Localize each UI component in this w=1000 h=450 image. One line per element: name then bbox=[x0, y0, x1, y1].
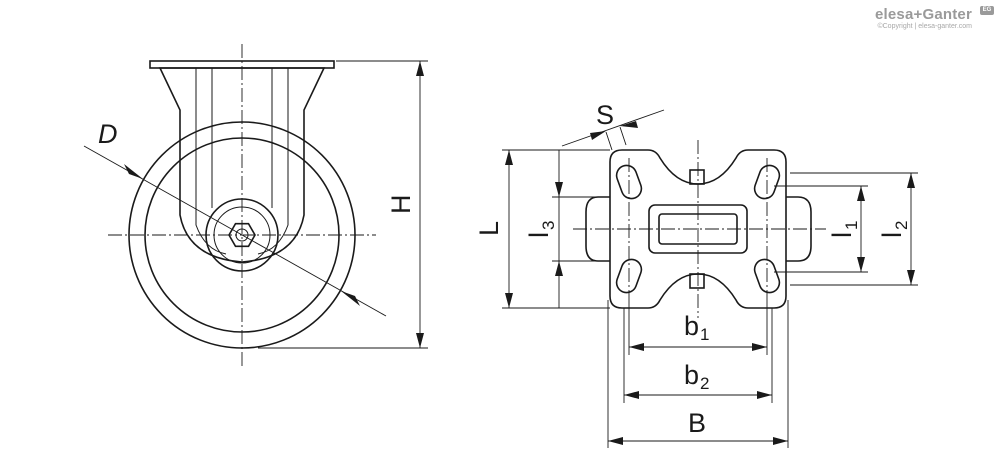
dim-l3-sub: 3 bbox=[539, 221, 558, 230]
dim-D-arrow-lower bbox=[341, 291, 360, 306]
dim-L-arrow-bottom bbox=[505, 293, 513, 308]
dim-D-label: D bbox=[98, 119, 118, 149]
dim-b1-arrow-right bbox=[752, 343, 767, 351]
dim-B-label: B bbox=[688, 408, 706, 438]
dim-b2-arrow-left bbox=[624, 391, 639, 399]
mount-hole-bottom-left bbox=[615, 258, 643, 294]
dim-l1-sub: 1 bbox=[842, 221, 861, 230]
brand-copyright: ©Copyright | elesa-ganter.com bbox=[877, 23, 972, 30]
dim-b1-sub: 1 bbox=[700, 325, 709, 344]
fork-inner-left bbox=[195, 68, 227, 255]
dim-l2-arrow-top bbox=[907, 173, 915, 188]
dim-l3-arrow-a bbox=[555, 182, 563, 197]
dim-S-label: S bbox=[596, 100, 614, 130]
dim-b2-arrow-right bbox=[757, 391, 772, 399]
dim-l3-label: l bbox=[524, 232, 554, 238]
dim-b2-sub: 2 bbox=[700, 374, 709, 393]
dim-L-label: L bbox=[474, 221, 504, 236]
dim-S-arrow-b bbox=[620, 121, 638, 128]
brand-name: elesa+Ganter bbox=[874, 6, 972, 23]
dim-l1-arrow-bottom bbox=[857, 257, 865, 272]
dim-l2-sub: 2 bbox=[892, 221, 911, 230]
dim-b2-label: b bbox=[684, 360, 699, 390]
dim-l1-arrow-top bbox=[857, 186, 865, 201]
brand-logo: elesa+Ganter EG ©Copyright | elesa-gante… bbox=[874, 6, 994, 30]
dim-B-arrow-right bbox=[773, 437, 788, 445]
mount-hole-bottom-right bbox=[753, 258, 781, 294]
dim-H-arrow-bottom bbox=[416, 333, 424, 348]
dim-B-arrow-left bbox=[608, 437, 623, 445]
fork-inner-right bbox=[257, 68, 289, 255]
stem-nub-top bbox=[689, 169, 705, 185]
dim-S-arrow-a bbox=[590, 131, 606, 140]
dim-l3-arrow-b bbox=[555, 261, 563, 276]
top-view: S L l 3 l 1 l bbox=[474, 100, 918, 448]
dim-H-label: H bbox=[386, 195, 416, 215]
dim-S-ext-b bbox=[619, 126, 627, 146]
fork-body bbox=[158, 67, 326, 263]
mount-hole-top-right bbox=[753, 164, 781, 200]
dim-S-line bbox=[561, 109, 665, 147]
dim-l2-label: l bbox=[877, 232, 907, 238]
brand-badge: EG bbox=[980, 6, 994, 15]
mount-hole-top-left bbox=[615, 164, 643, 200]
dim-D-arrow-upper bbox=[124, 164, 143, 179]
dim-S-ext-a bbox=[605, 131, 613, 151]
dim-b1-label: b bbox=[684, 311, 699, 341]
side-view: D H bbox=[83, 44, 428, 368]
dim-b1-arrow-left bbox=[629, 343, 644, 351]
dim-L-arrow-top bbox=[505, 150, 513, 165]
dim-l1-label: l bbox=[827, 232, 857, 238]
dim-H-arrow-top bbox=[416, 61, 424, 76]
dim-l2-arrow-bottom bbox=[907, 270, 915, 285]
stem-nub-bottom bbox=[689, 273, 705, 289]
